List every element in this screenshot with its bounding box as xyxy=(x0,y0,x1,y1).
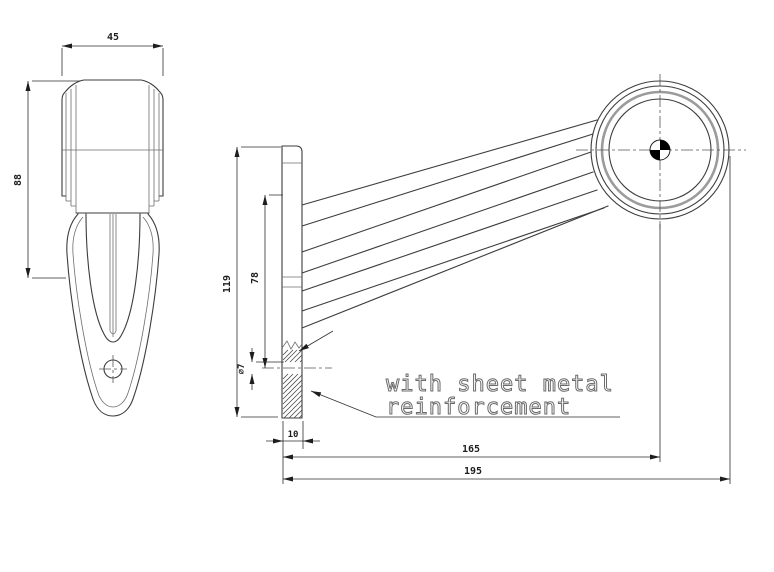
overall-length-dimension: 195 xyxy=(283,156,731,484)
annotation-line2: reinforcement xyxy=(386,395,571,420)
bracket-thickness-dimension: 10 xyxy=(266,421,320,484)
bracket-thickness-label: 10 xyxy=(288,430,299,440)
reinforcement-hatch xyxy=(282,349,303,419)
annotation: with sheet metal reinforcement xyxy=(298,330,620,421)
center-length-label: 165 xyxy=(462,444,480,455)
lamp-arm xyxy=(301,119,609,329)
mounting-bracket xyxy=(281,145,303,419)
lamp-head-front xyxy=(61,79,164,214)
front-width-dimension: 45 xyxy=(61,32,164,76)
overall-length-label: 195 xyxy=(464,466,482,477)
break-line xyxy=(281,340,303,350)
side-height-label: 119 xyxy=(222,275,233,293)
front-view: 45 8 xyxy=(13,32,164,417)
side-view: 119 78 ⌀7 with sheet metal reinforcement xyxy=(222,74,746,484)
hole-offset-label: 78 xyxy=(250,272,261,284)
front-width-label: 45 xyxy=(107,32,119,43)
side-height-dimension: 119 xyxy=(222,146,281,418)
center-mark-symbol xyxy=(649,139,671,161)
hole-offset-dimension: 78 xyxy=(250,194,283,368)
lamp-head-side xyxy=(576,74,746,229)
hole-diameter-label: ⌀7 xyxy=(237,364,247,375)
rubber-holder-front xyxy=(66,213,160,417)
hole-diameter-dimension: ⌀7 xyxy=(237,348,284,390)
front-height-label: 88 xyxy=(13,174,24,186)
front-height-dimension: 88 xyxy=(13,80,80,279)
annotation-line1: with sheet metal xyxy=(386,372,614,397)
mounting-hole-front xyxy=(99,355,127,383)
annotation-leader xyxy=(310,390,620,418)
center-length-dimension: 165 xyxy=(283,224,661,462)
